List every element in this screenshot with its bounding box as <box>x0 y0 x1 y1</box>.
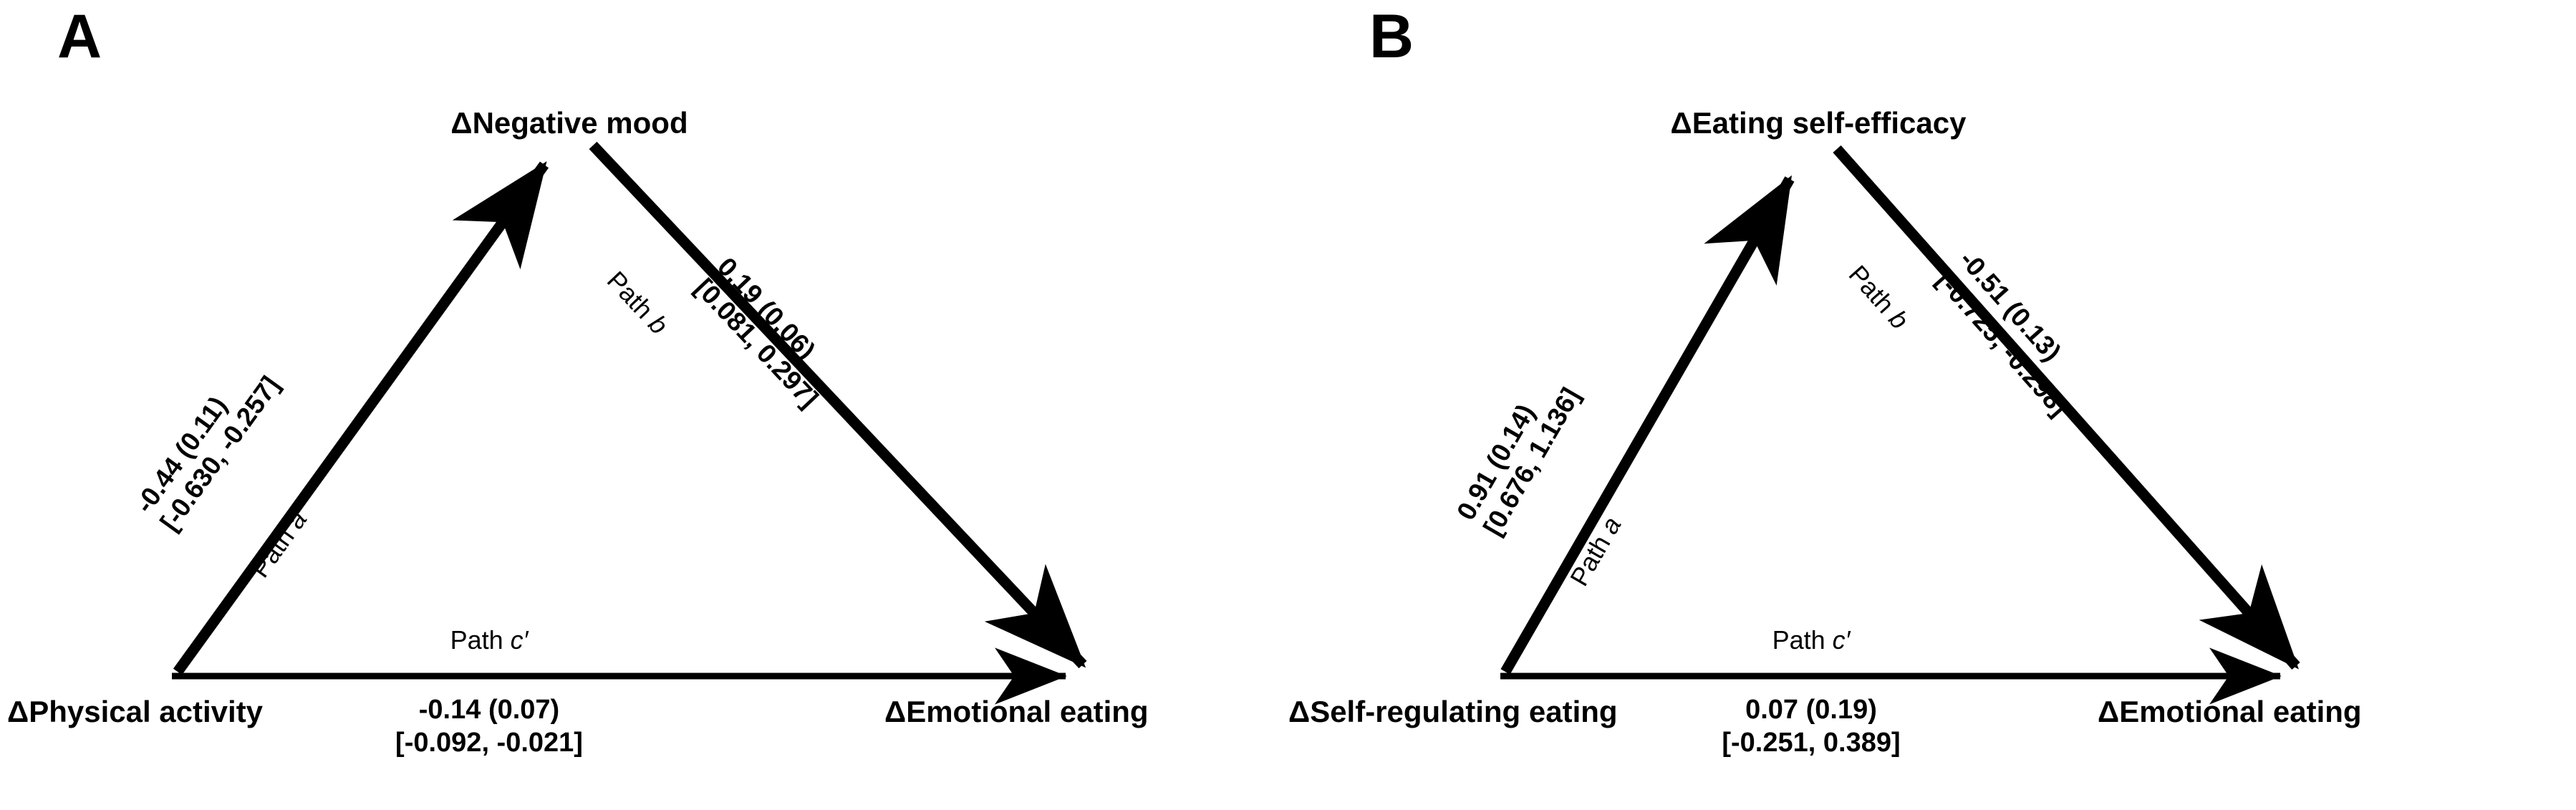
panel-b-path-c-coef-line1: 0.07 (0.19) <box>1745 695 1877 725</box>
panel-a-path-a-name: Path a <box>245 505 313 583</box>
panel-a-path-b-name: Path b <box>601 266 674 341</box>
panel-b-path-a-coefficients: 0.91 (0.14) [0.676, 1.136] <box>1451 367 1587 541</box>
panel-a: A ΔNegative mood ΔPhysi <box>7 2 1149 760</box>
panel-b-outcome-label: ΔEmotional eating <box>2098 695 2362 728</box>
panel-a-path-c-symbol: c′ <box>510 625 529 655</box>
panel-a-path-b-coefficients: 0.19 (0.06) [0.081, 0.297] <box>688 252 846 415</box>
panel-a-path-c-name-text: Path <box>450 625 511 655</box>
panel-b-mediator-label: ΔEating self-efficacy <box>1670 106 1967 140</box>
panel-a-path-b-arrow <box>589 141 1087 669</box>
panel-b: B ΔEating self-efficacy <box>1288 0 2576 810</box>
panel-b-letter: B <box>1369 2 1414 71</box>
panel-b-path-c-coef-line2: [-0.251, 0.389] <box>1722 728 1901 758</box>
panel-b-path-c-name-text: Path <box>1772 625 1833 655</box>
panel-b-predictor-label: ΔSelf-regulating eating <box>1288 695 1618 728</box>
panel-a-mediator-label: ΔNegative mood <box>450 106 688 140</box>
panel-b-path-a-name: Path a <box>1564 511 1627 591</box>
panel-a-outcome-label: ΔEmotional eating <box>884 695 1149 728</box>
panel-a-letter: A <box>57 2 102 71</box>
panel-b-path-c-symbol: c′ <box>1832 625 1851 655</box>
panel-a-path-a-coefficients: -0.44 (0.11) [-0.630, -0.257] <box>130 353 286 537</box>
panel-b-path-c-name: Path c′ <box>1772 625 1851 655</box>
panel-a-path-c-coefficients: -0.14 (0.07) [-0.092, -0.021] <box>395 693 583 760</box>
panel-a-path-c-coef-line2: [-0.092, -0.021] <box>395 728 583 758</box>
panel-a-predictor-label: ΔPhysical activity <box>7 695 264 728</box>
panel-b-path-b-name: Path b <box>1843 259 1915 335</box>
panel-b-path-b-coefficients: -0.51 (0.13) [-0.725, -0.298] <box>1930 245 2097 423</box>
panel-b-path-c-coefficients: 0.07 (0.19) [-0.251, 0.389] <box>1722 693 1900 760</box>
panel-a-path-c-coef-line1: -0.14 (0.07) <box>418 695 560 725</box>
panel-a-path-c-name: Path c′ <box>450 625 529 655</box>
